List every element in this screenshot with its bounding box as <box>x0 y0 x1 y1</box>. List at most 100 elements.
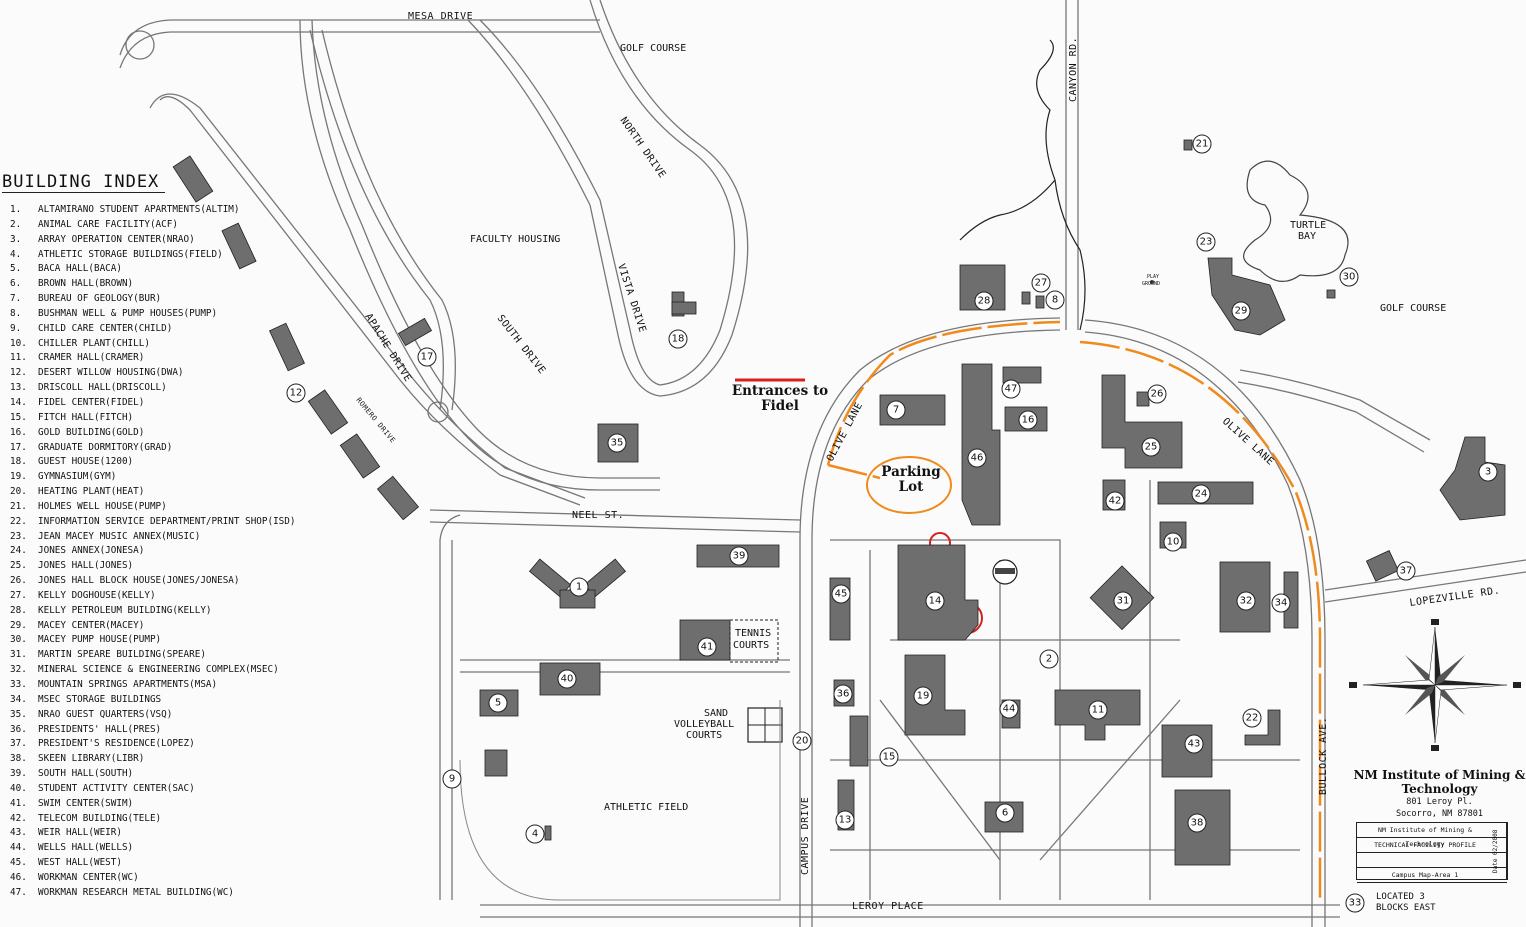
index-item-label: WEST HALL(WEST) <box>38 857 122 869</box>
svg-text:33: 33 <box>1349 898 1362 909</box>
index-item: 15.FITCH HALL(FITCH) <box>2 411 332 426</box>
index-item: 36.PRESIDENTS' HALL(PRES) <box>2 723 332 738</box>
parking-label-line2: Lot <box>898 479 924 495</box>
index-item-number: 31. <box>10 649 27 661</box>
index-item: 43.WEIR HALL(WEIR) <box>2 826 332 841</box>
index-item-number: 20. <box>10 486 27 498</box>
road-label-mesa: MESA DRIVE <box>408 11 473 22</box>
svg-text:2: 2 <box>1046 654 1052 665</box>
index-item: 41.SWIM CENTER(SWIM) <box>2 797 332 812</box>
marker-2: 2 <box>1039 649 1059 669</box>
label-athletic-field: ATHLETIC FIELD <box>604 802 688 813</box>
index-item: 14.FIDEL CENTER(FIDEL) <box>2 396 332 411</box>
label-golf-course-right: GOLF COURSE <box>1380 303 1446 314</box>
building-number-markers[interactable]: 1 2 3 4 5 6 7 8 9 10 11 12 13 14 15 16 1… <box>286 134 1498 913</box>
road-label-bullock: BULLOCK AVE. <box>1318 717 1329 795</box>
index-item-label: HEATING PLANT(HEAT) <box>38 486 145 498</box>
index-item: 31.MARTIN SPEARE BUILDING(SPEARE) <box>2 648 332 663</box>
index-item: 12.DESERT WILLOW HOUSING(DWA) <box>2 366 332 381</box>
index-item-number: 13. <box>10 382 27 394</box>
compass-rose-icon <box>1349 619 1521 751</box>
svg-text:19: 19 <box>917 691 930 702</box>
road-label-neel: NEEL ST. <box>572 510 624 521</box>
institution-legend: NM Institute of Mining & Technology 801 … <box>1352 768 1526 820</box>
index-item-label: MINERAL SCIENCE & ENGINEERING COMPLEX(MS… <box>38 664 279 676</box>
svg-text:35: 35 <box>611 438 624 449</box>
index-item: 23.JEAN MACEY MUSIC ANNEX(MUSIC) <box>2 530 332 545</box>
index-item: 47.WORKMAN RESEARCH METAL BUILDING(WC) <box>2 886 332 901</box>
index-item: 34.MSEC STORAGE BUILDINGS <box>2 693 332 708</box>
svg-text:1: 1 <box>576 582 582 593</box>
marker-31: 31 <box>1113 591 1133 611</box>
marker-28: 28 <box>974 291 994 311</box>
title-block-row3: Campus Map-Area 1 <box>1357 868 1507 883</box>
index-item: 4. ATHLETIC STORAGE BUILDINGS(FIELD) <box>2 248 332 263</box>
located-line1: LOCATED 3 <box>1376 892 1425 902</box>
index-item-number: 39. <box>10 768 27 780</box>
marker-6: 6 <box>995 803 1015 823</box>
marker-22: 22 <box>1242 708 1262 728</box>
index-item-number: 4. <box>10 248 22 260</box>
index-item-number: 19. <box>10 471 27 483</box>
svg-text:34: 34 <box>1275 598 1288 609</box>
index-item-label: GOLD BUILDING(GOLD) <box>38 426 145 438</box>
svg-text:29: 29 <box>1235 306 1248 317</box>
index-item: 38.SKEEN LIBRARY(LIBR) <box>2 752 332 767</box>
index-item: 42.TELECOM BUILDING(TELE) <box>2 812 332 827</box>
road-labels: MESA DRIVE CANYON RD. NORTH DRIVE VISTA … <box>354 11 1500 912</box>
index-item-number: 7. <box>10 293 22 305</box>
svg-text:41: 41 <box>701 642 714 653</box>
index-item-number: 28. <box>10 604 27 616</box>
index-item-label: ATHLETIC STORAGE BUILDINGS(FIELD) <box>38 248 223 260</box>
index-item-number: 40. <box>10 782 27 794</box>
index-item-number: 11. <box>10 352 27 364</box>
svg-text:47: 47 <box>1005 384 1018 395</box>
index-item-label: KELLY DOGHOUSE(KELLY) <box>38 589 156 601</box>
index-item-number: 42. <box>10 812 27 824</box>
svg-text:17: 17 <box>421 352 434 363</box>
index-item-number: 26. <box>10 575 27 587</box>
building-index: BUILDING INDEX 1.ALTAMIRANO STUDENT APAR… <box>2 172 332 901</box>
index-item: 24.JONES ANNEX(JONESA) <box>2 544 332 559</box>
index-item-label: JONES HALL(JONES) <box>38 560 134 572</box>
marker-3: 3 <box>1478 462 1498 482</box>
marker-19: 19 <box>913 686 933 706</box>
index-item-label: ALTAMIRANO STUDENT APARTMENTS(ALTIM) <box>38 204 240 215</box>
index-item-label: MOUNTAIN SPRINGS APARTMENTS(MSA) <box>38 679 218 690</box>
index-item-label: BROWN HALL(BROWN) <box>38 278 134 290</box>
marker-12: 12 <box>286 383 306 403</box>
marker-9: 9 <box>442 769 462 789</box>
label-play: PLAY <box>1147 274 1159 280</box>
marker-32: 32 <box>1236 591 1256 611</box>
marker-44: 44 <box>999 699 1019 719</box>
marker-10: 10 <box>1163 532 1183 552</box>
index-item: 20. HEATING PLANT(HEAT) <box>2 485 332 500</box>
title-block: NM Institute of Mining & Technology TECH… <box>1356 822 1508 883</box>
road-label-south: SOUTH DRIVE <box>495 313 548 376</box>
marker-47: 47 <box>1001 379 1021 399</box>
buildings <box>172 139 1506 866</box>
marker-45: 45 <box>831 584 851 604</box>
svg-text:44: 44 <box>1003 704 1016 715</box>
svg-text:31: 31 <box>1117 596 1130 607</box>
index-item-label: PRESIDENTS' HALL(PRES) <box>38 723 162 735</box>
located-note: LOCATED 3 BLOCKS EAST <box>1376 892 1436 914</box>
index-item-label: MACEY PUMP HOUSE(PUMP) <box>38 634 162 646</box>
svg-text:42: 42 <box>1109 496 1122 507</box>
index-item: 9.CHILD CARE CENTER(CHILD) <box>2 322 332 337</box>
index-item-label: WORKMAN CENTER(WC) <box>38 871 139 883</box>
svg-text:21: 21 <box>1196 139 1209 150</box>
index-item: 29.MACEY CENTER(MACEY) <box>2 619 332 634</box>
index-item: 13.DRISCOLL HALL(DRISCOLL) <box>2 381 332 396</box>
index-item-label: ARRAY OPERATION CENTER(NRAO) <box>38 233 195 245</box>
index-item-label: MACEY CENTER(MACEY) <box>38 619 145 631</box>
marker-34: 34 <box>1271 593 1291 613</box>
index-item-label: BUSHMAN WELL & PUMP HOUSES(PUMP) <box>38 307 218 319</box>
index-item: 7.BUREAU OF GEOLOGY(BUR) <box>2 292 332 307</box>
svg-text:8: 8 <box>1052 295 1058 306</box>
index-item-number: 8. <box>10 307 22 319</box>
marker-40: 40 <box>557 669 577 689</box>
index-item: 25.JONES HALL(JONES) <box>2 559 332 574</box>
